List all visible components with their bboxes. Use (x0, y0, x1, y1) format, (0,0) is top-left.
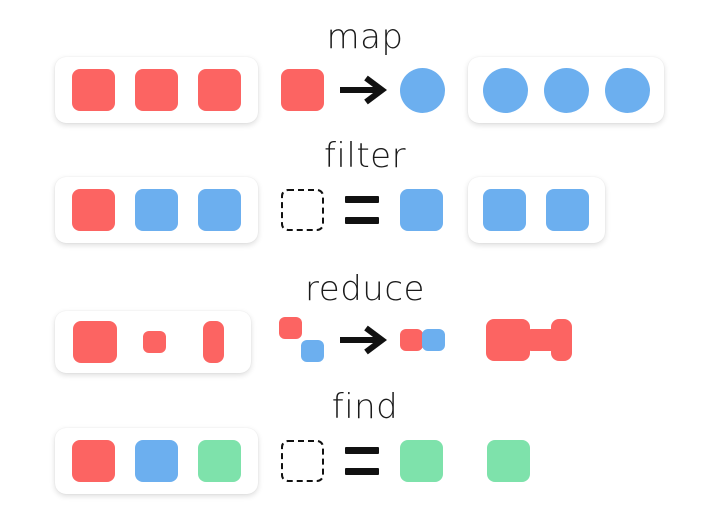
source-card-filter (55, 177, 258, 243)
result-item-filter-0 (483, 189, 526, 231)
result-item-find-0 (487, 440, 530, 482)
source-item-filter-0 (72, 189, 115, 231)
result-merged-reduce (486, 319, 576, 363)
predicate-output-find (400, 440, 443, 482)
accumulate-input-reduce-0 (279, 317, 302, 339)
equals-icon-filter (345, 196, 379, 224)
operation-label-map: map (326, 17, 404, 57)
accumulate-output-reduce-0 (400, 329, 423, 351)
source-item-map-1 (135, 69, 178, 111)
source-item-filter-2 (198, 189, 241, 231)
result-item-filter-1 (546, 189, 589, 231)
arrow-right-icon-reduce (338, 325, 390, 355)
transform-input-map (281, 69, 324, 111)
result-item-map-1 (544, 68, 589, 113)
predicate-input-filter (281, 189, 324, 231)
result-merged-block-tall (551, 319, 572, 361)
predicate-input-find (281, 440, 324, 482)
source-item-filter-1 (135, 189, 178, 231)
transform-output-map (400, 68, 445, 113)
operation-label-find: find (331, 387, 399, 427)
operation-label-reduce: reduce (305, 269, 425, 309)
source-card-reduce (55, 311, 251, 373)
result-merged-block-large (486, 319, 530, 361)
source-card-map (55, 57, 258, 123)
accumulate-input-reduce-1 (301, 340, 324, 362)
accumulate-output-reduce-1 (422, 329, 445, 351)
predicate-output-filter (400, 189, 443, 231)
source-item-find-0 (72, 440, 115, 482)
source-item-map-0 (72, 69, 115, 111)
result-card-map (468, 57, 664, 123)
source-item-reduce-1 (143, 331, 166, 353)
result-item-map-2 (605, 68, 650, 113)
arrow-right-icon-map (338, 75, 390, 105)
source-item-reduce-2 (203, 321, 224, 363)
result-merged-connector (528, 329, 554, 351)
source-item-reduce-0 (73, 321, 117, 363)
source-item-find-2 (198, 440, 241, 482)
equals-icon-find (345, 447, 379, 475)
source-card-find (55, 428, 258, 494)
source-item-map-2 (198, 69, 241, 111)
source-item-find-1 (135, 440, 178, 482)
operation-label-filter: filter (323, 136, 407, 176)
result-item-map-0 (483, 68, 528, 113)
result-card-filter (468, 177, 605, 243)
